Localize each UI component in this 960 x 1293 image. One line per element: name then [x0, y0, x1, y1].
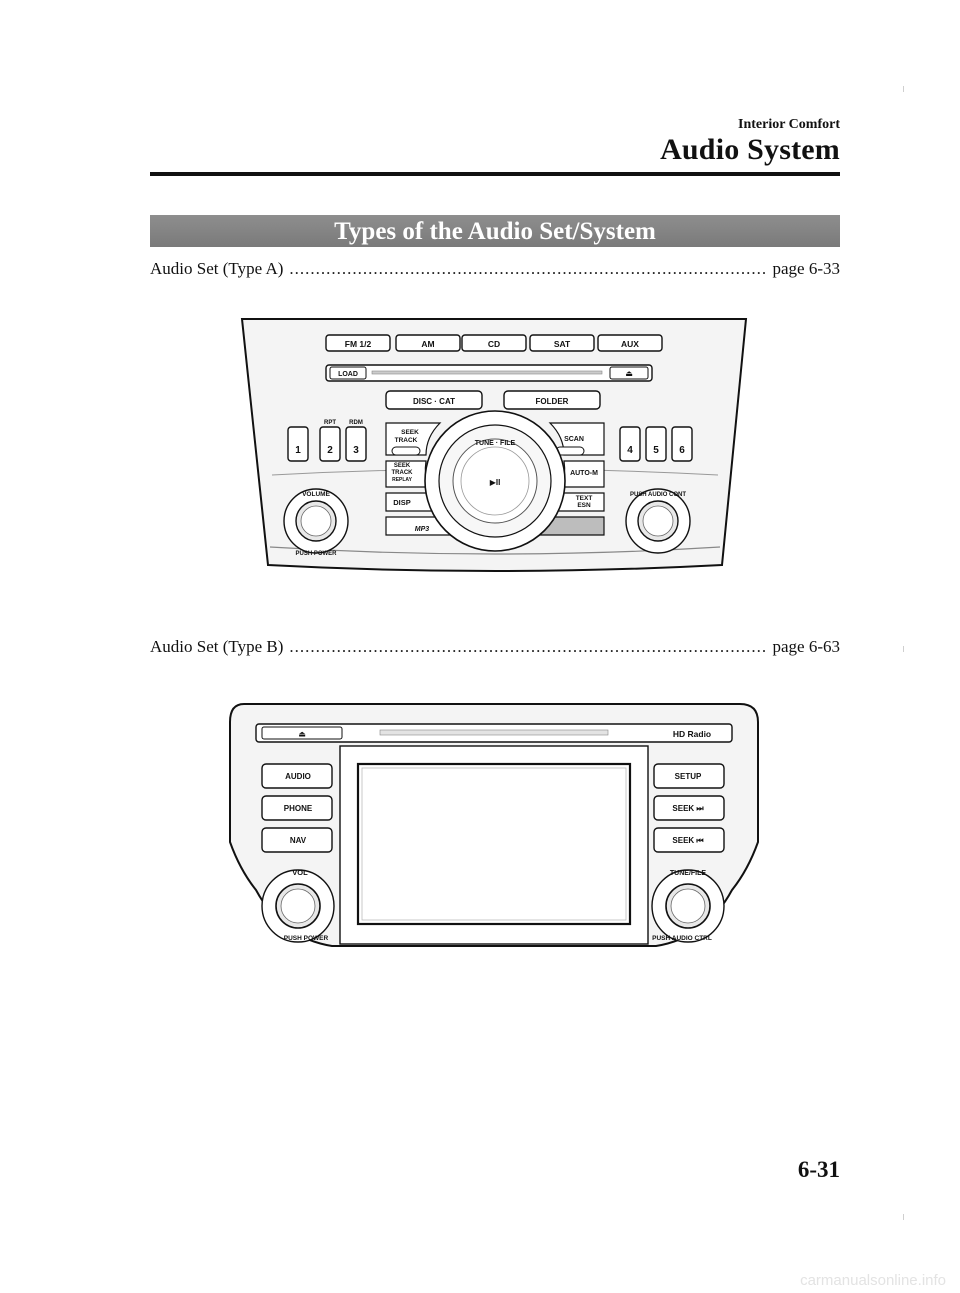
source-button-row: FM 1/2 AM CD SAT AUX: [325, 334, 663, 352]
vol-label: VOL: [292, 868, 308, 877]
toc-page-ref[interactable]: page 6-63: [772, 637, 840, 656]
preset-5: 5: [653, 445, 659, 456]
seek-next-button: SEEK ⏭: [672, 804, 704, 813]
toc-entry-label: Audio Set (Type B): [150, 637, 284, 656]
seek-down-label-2: TRACK: [392, 470, 414, 476]
watermark: carmanualsonline.info: [800, 1272, 946, 1289]
replay-label: REPLAY: [392, 477, 412, 483]
push-power-label-a: PUSH POWER: [295, 551, 337, 557]
hd-radio-logo: HD Radio: [673, 729, 711, 739]
seek-prev-button: SEEK ⏮: [672, 836, 703, 845]
toc-page-ref[interactable]: page 6-33: [772, 259, 840, 278]
audio-cont-label: PUSH AUDIO CONT: [630, 492, 686, 498]
auto-m-button: AUTO-M: [570, 470, 598, 477]
seek-up-label-2: TRACK: [395, 437, 418, 444]
page-title: Audio System: [660, 133, 840, 166]
section-label: Interior Comfort: [738, 117, 840, 132]
section-banner: Types of the Audio Set/System: [150, 215, 840, 247]
crop-mark: [903, 646, 904, 652]
page-number: 6-31: [797, 1157, 840, 1182]
rpt-label: RPT: [324, 420, 336, 426]
rdm-label: RDM: [349, 420, 363, 426]
preset-6: 6: [679, 445, 685, 456]
push-power-label-b: PUSH POWER: [284, 935, 329, 942]
audio-button: AUDIO: [285, 772, 311, 781]
eject-button-b: ⏏: [298, 730, 306, 739]
disc-cat-button: DISC · CAT: [413, 397, 455, 406]
mp3-logo: MP3: [415, 526, 430, 533]
preset-2: 2: [327, 445, 333, 456]
esn-label: ESN: [577, 502, 591, 509]
sat-button: SAT: [554, 339, 571, 349]
aux-button: AUX: [621, 339, 639, 349]
preset-4: 4: [627, 445, 633, 456]
eject-button-a: ⏏: [625, 369, 633, 378]
folder-button: FOLDER: [536, 397, 569, 406]
fm-button: FM 1/2: [345, 339, 372, 349]
crop-mark: [903, 1214, 904, 1220]
toc-entry-label: Audio Set (Type A): [150, 259, 284, 278]
tune-file-label: TUNE · FILE: [475, 440, 516, 447]
phone-button: PHONE: [284, 804, 313, 813]
cd-button: CD: [488, 339, 500, 349]
seek-up-label-1: SEEK: [401, 429, 419, 436]
load-button: LOAD: [338, 371, 358, 378]
disp-button: DISP: [393, 498, 411, 507]
toc-entry-type-b[interactable]: Audio Set (Type B) .....................…: [150, 637, 840, 659]
volume-label: VOLUME: [302, 491, 330, 498]
setup-button: SETUP: [675, 772, 702, 781]
nav-button: NAV: [290, 836, 307, 845]
preset-1: 1: [295, 445, 301, 456]
text-label: TEXT: [576, 495, 593, 502]
play-pause-icon: ▶II: [490, 478, 501, 487]
header-rule: [150, 172, 840, 176]
audio-ctrl-label: PUSH AUDIO CTRL: [652, 935, 712, 942]
toc-entry-type-a[interactable]: Audio Set (Type A) .....................…: [150, 259, 840, 281]
tune-file-label-b: TUNE/FILE: [670, 870, 706, 877]
audio-set-type-b-illustration: ⏏ HD Radio AUDIO PHONE NAV SETUP SEEK ⏭ …: [226, 702, 762, 959]
dot-leader: ........................................…: [289, 259, 767, 278]
seek-down-label-1: SEEK: [394, 463, 411, 469]
crop-mark: [903, 86, 904, 92]
preset-3: 3: [353, 445, 359, 456]
am-button: AM: [421, 339, 434, 349]
scan-button: SCAN: [564, 436, 584, 443]
audio-set-type-a-illustration: FM 1/2 AM CD SAT AUX LOAD ⏏ DISC · CAT F…: [240, 315, 750, 585]
dot-leader: ........................................…: [289, 637, 767, 656]
